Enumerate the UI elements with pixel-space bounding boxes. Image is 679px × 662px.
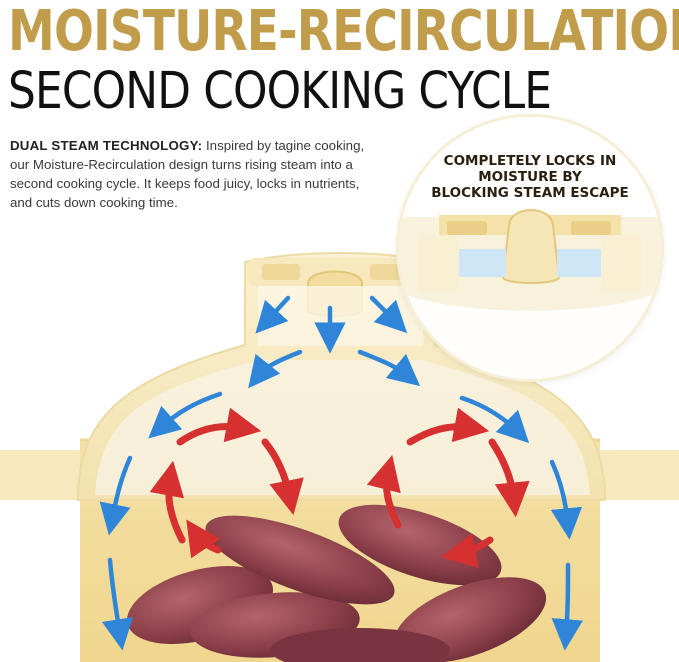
callout-line-2: MOISTURE BY [478, 169, 582, 185]
callout-line-3: BLOCKING STEAM ESCAPE [431, 185, 629, 201]
lid-closeup [399, 117, 661, 379]
zoom-inset: COMPLETELY LOCKS IN MOISTURE BY BLOCKING… [399, 117, 661, 379]
description-lead: DUAL STEAM TECHNOLOGY: [10, 138, 203, 153]
headline: MOISTURE-RECIRCULATION [8, 0, 679, 64]
steam-arrow-icon [99, 295, 583, 651]
heat-arrow-icon [149, 407, 530, 568]
subheadline: SECOND COOKING CYCLE [8, 62, 552, 121]
sweet-potatoes [126, 504, 547, 662]
callout-text: COMPLETELY LOCKS IN MOISTURE BY BLOCKING… [399, 153, 661, 201]
callout-line-1: COMPLETELY LOCKS IN [443, 153, 617, 169]
description: DUAL STEAM TECHNOLOGY: Inspired by tagin… [10, 136, 382, 212]
description-body: Inspired by tagine cooking, our Moisture… [10, 138, 365, 210]
pot-handles [0, 450, 679, 500]
